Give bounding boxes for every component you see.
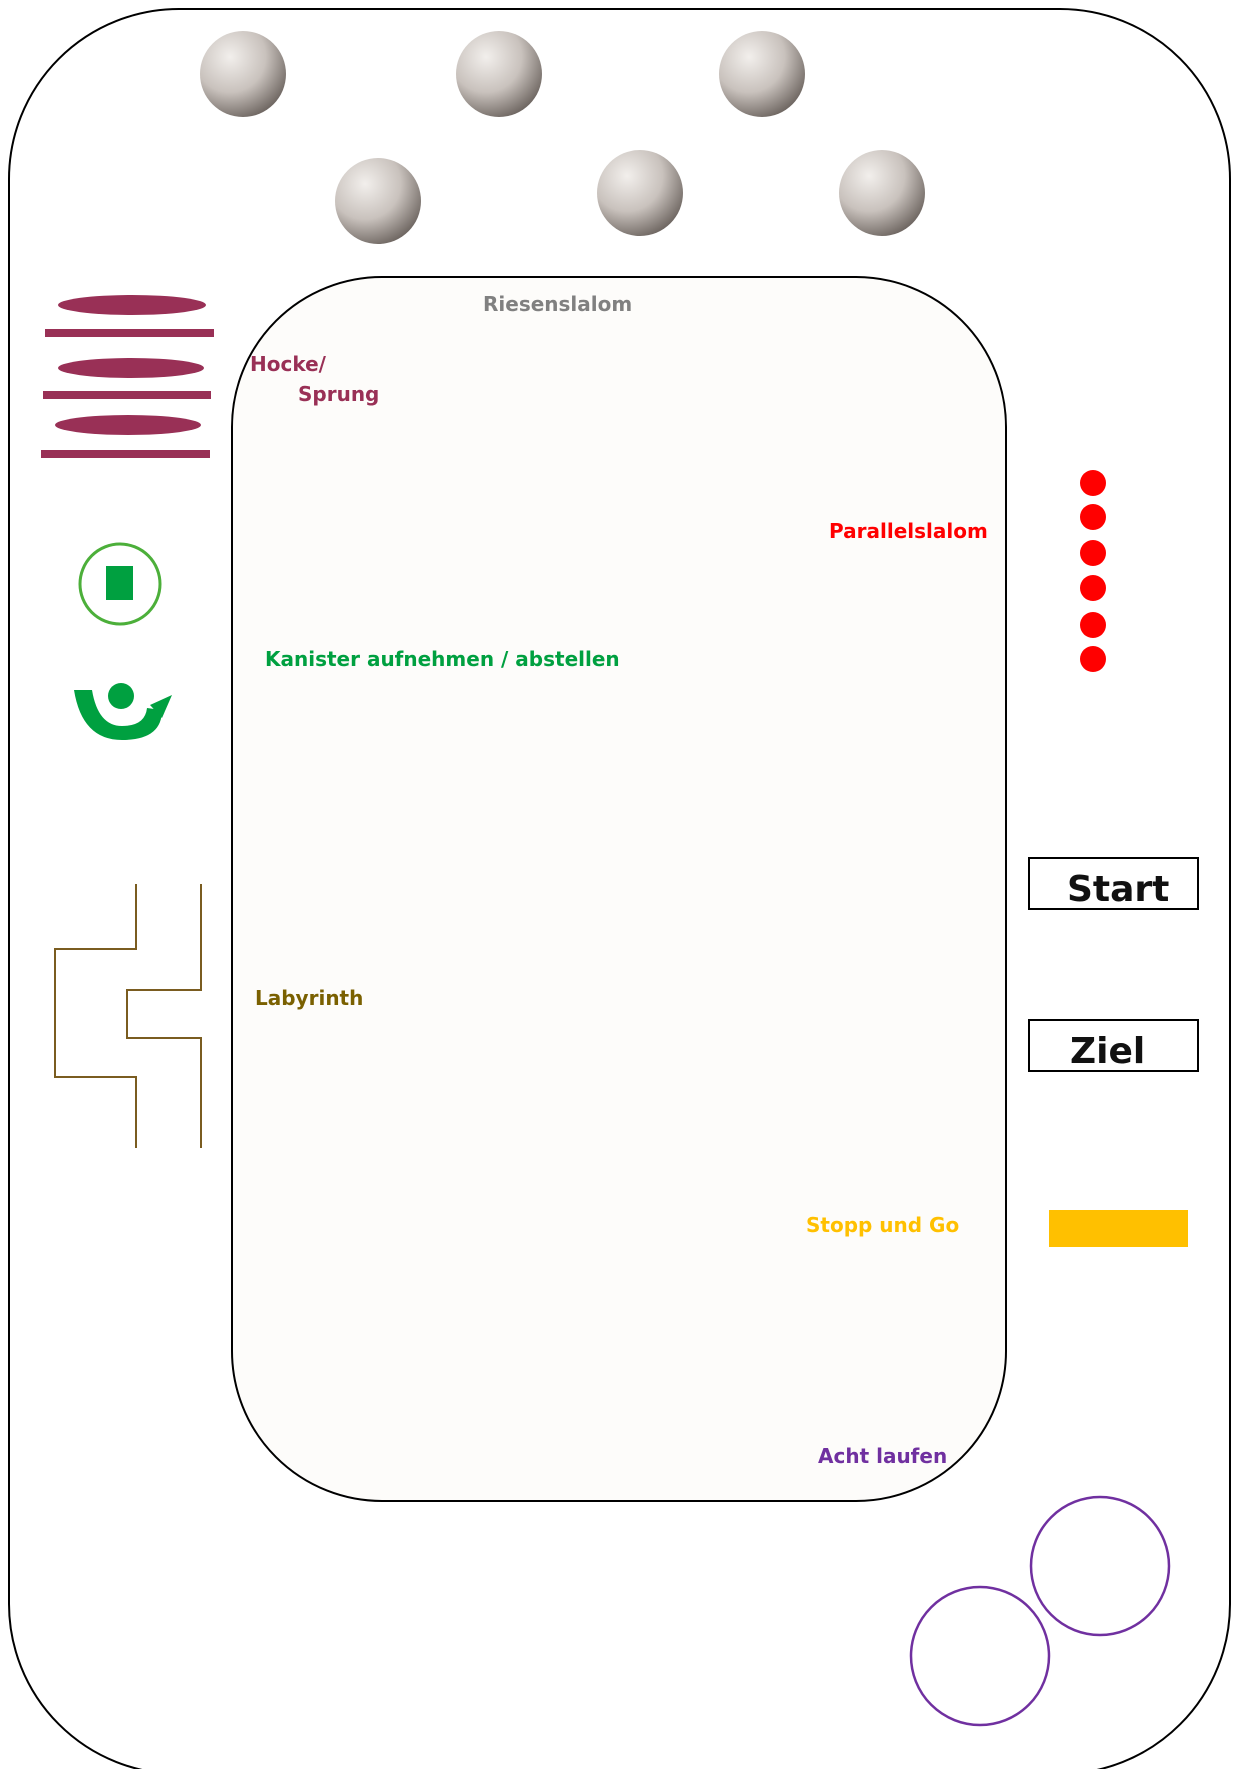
ziel-label: Ziel: [1070, 1031, 1146, 1072]
ziel-marker: Ziel: [1028, 1019, 1199, 1072]
figure-eight-circles-icon: [909, 1495, 1171, 1727]
label-labyrinth: Labyrinth: [255, 986, 364, 1010]
label-parallelslalom: Parallelslalom: [829, 519, 988, 543]
gray-ball-icon: [719, 31, 805, 117]
yellow-bar-icon: [1049, 1210, 1188, 1247]
label-stopp-und-go: Stopp und Go: [806, 1213, 960, 1237]
gray-ball-icon: [200, 31, 286, 117]
gray-ball-icon: [335, 158, 421, 244]
person-arrow-icon: [74, 683, 172, 740]
label-acht-laufen: Acht laufen: [818, 1444, 948, 1468]
hurdle-bars-icon: [41, 295, 214, 458]
canister-circle-icon: [78, 542, 162, 626]
label-riesenslalom: Riesenslalom: [483, 292, 633, 316]
gray-ball-icon: [456, 31, 542, 117]
label-sprung: Sprung: [298, 382, 380, 406]
riesenslalom-balls: [200, 31, 925, 244]
gray-ball-icon: [597, 150, 683, 236]
gray-ball-icon: [839, 150, 925, 236]
label-kanister: Kanister aufnehmen / abstellen: [265, 647, 620, 671]
maze-icon: [54, 884, 202, 1148]
start-label: Start: [1067, 869, 1170, 910]
inner-course-area: [231, 276, 1007, 1502]
label-hocke: Hocke/: [250, 352, 326, 376]
red-dots-icon: [1080, 470, 1106, 672]
start-marker: Start: [1028, 857, 1199, 910]
